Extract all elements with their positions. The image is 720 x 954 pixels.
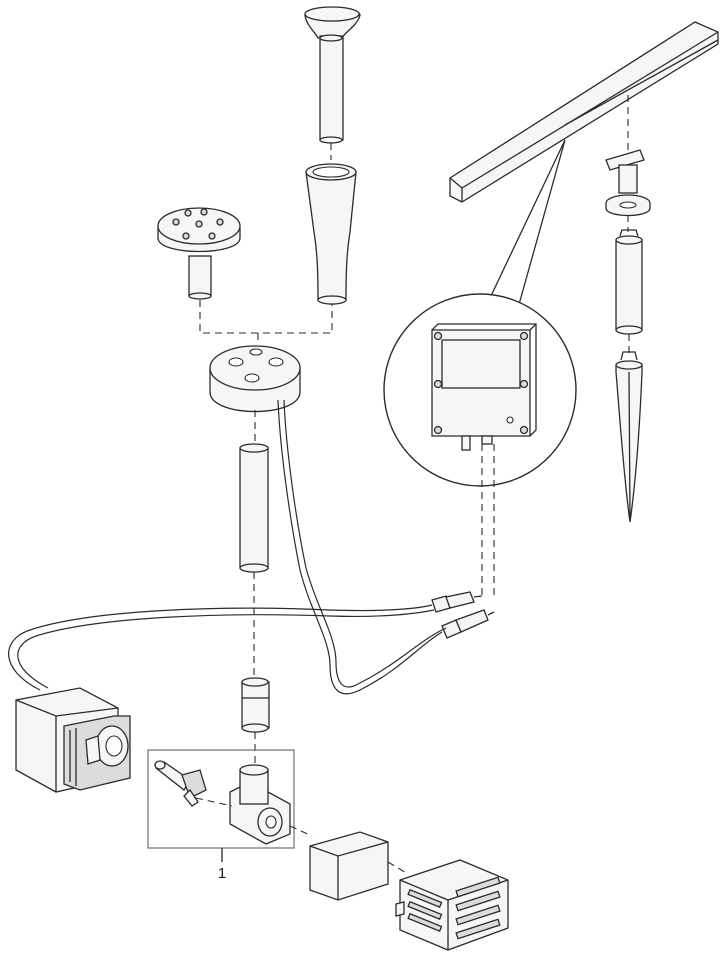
pump-motor-housing (15, 687, 131, 793)
stake-upper-rod (615, 229, 643, 335)
axis-line-filter (289, 825, 313, 837)
distributor-disc (209, 345, 301, 413)
led-cable-outer (283, 399, 447, 688)
panel-mount-bracket (605, 149, 651, 217)
filter-housing-cage (395, 859, 509, 951)
ground-stake-spike (615, 351, 643, 523)
riser-pipe (239, 443, 269, 573)
control-box-detail (431, 323, 537, 451)
spray-head-nozzle (157, 207, 241, 300)
pump-parts-group (147, 749, 295, 849)
callout-label-1: 1 (218, 865, 226, 882)
solar-panel (449, 21, 719, 203)
pump-body (229, 764, 291, 845)
filter-foam-block (309, 831, 389, 901)
telescopic-extension-tube (305, 163, 357, 305)
cable-connectors (431, 591, 495, 639)
pump-power-cable-outer (17, 609, 435, 689)
fountain-nozzle-top (304, 6, 361, 144)
pump-impeller (154, 760, 207, 807)
axis-line-foam (387, 861, 409, 875)
pipe-adapter (241, 677, 270, 733)
axis-line-pump (195, 797, 233, 807)
led-cable (277, 399, 443, 695)
connection-dash-heads (199, 300, 333, 334)
pump-power-cable (8, 604, 433, 691)
